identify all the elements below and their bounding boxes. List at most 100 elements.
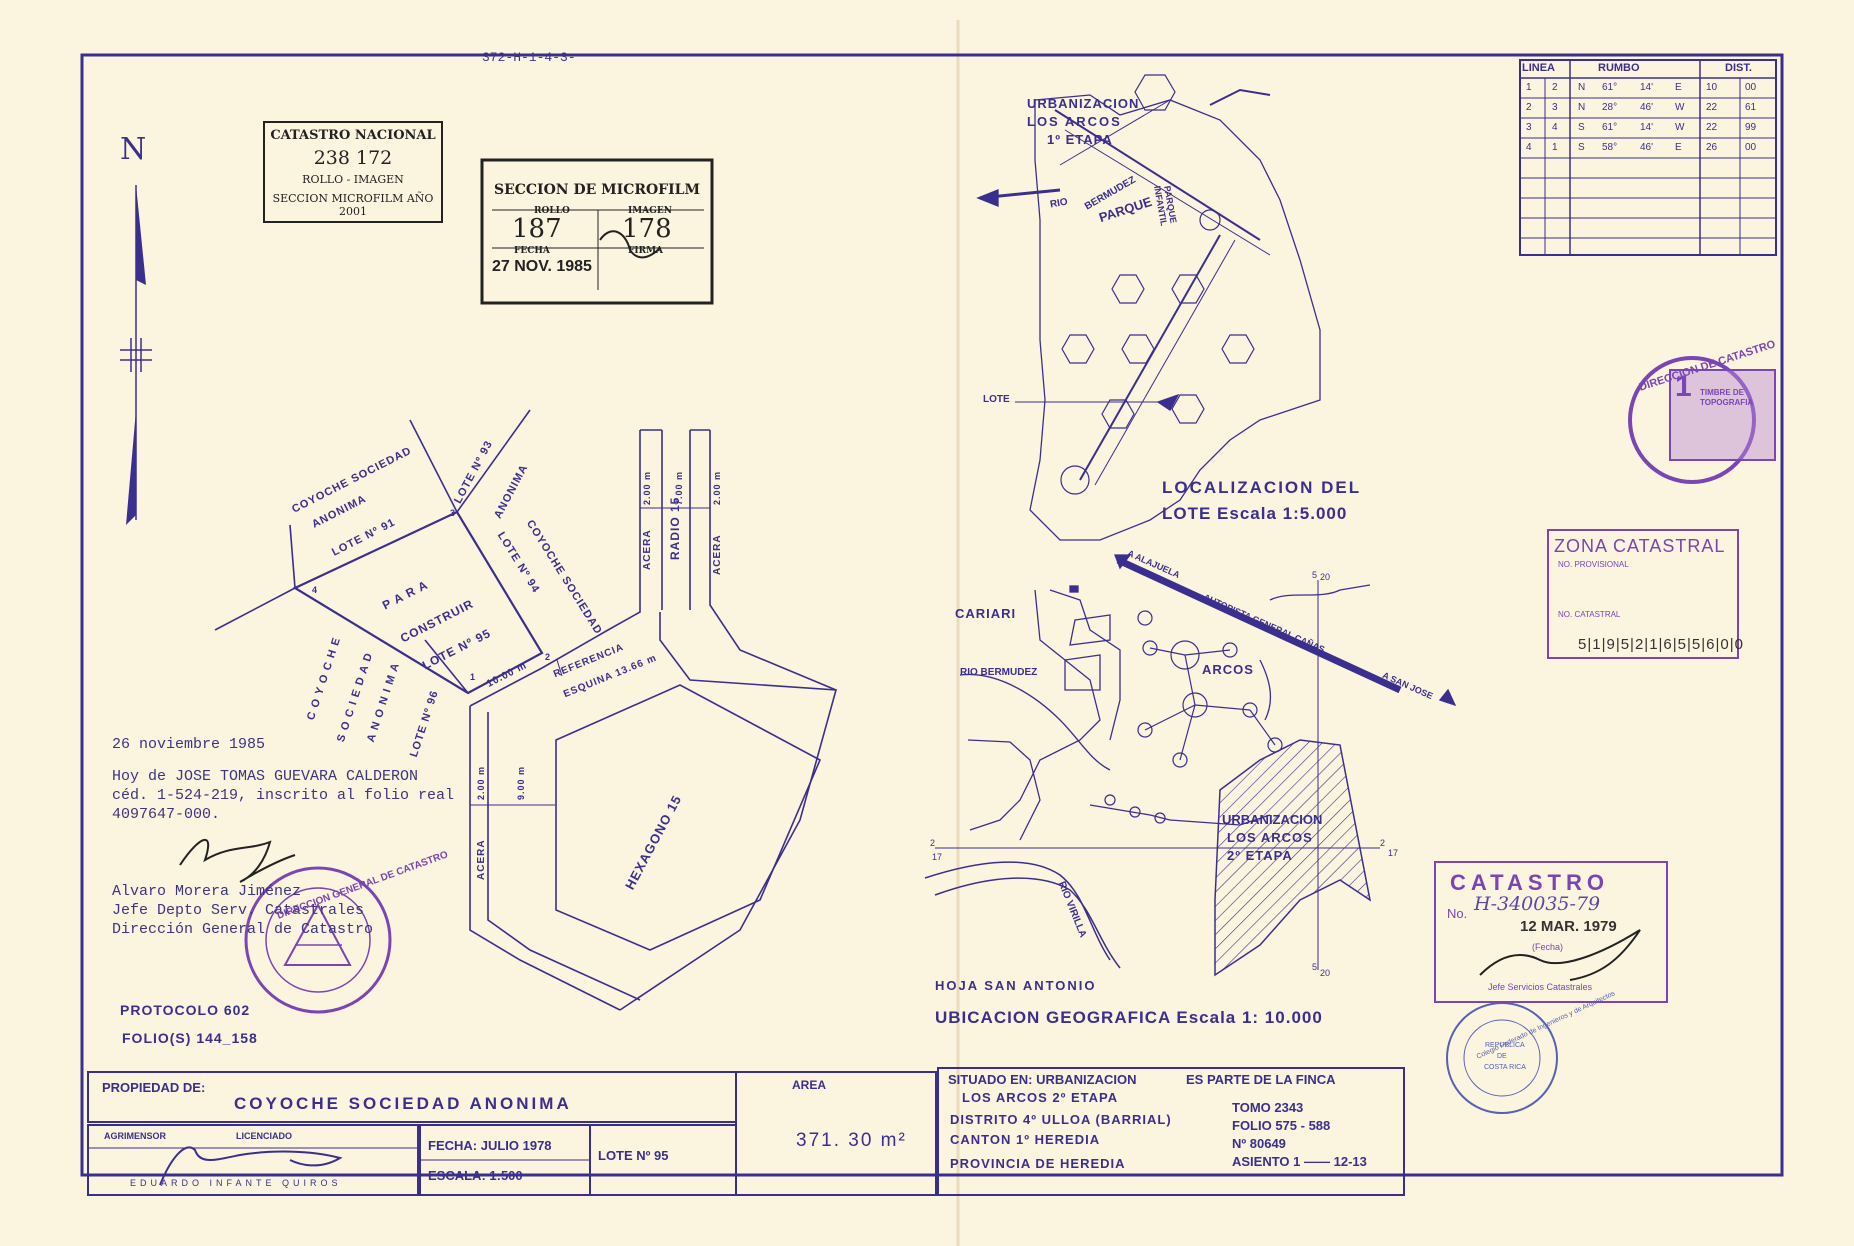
table-cell: W [1675,122,1685,133]
catastro-stamp-box [1434,861,1668,1003]
table-cell: W [1675,102,1685,113]
vertex-3: 3 [450,508,457,518]
microfilm-rollo-value: 187 [512,214,562,244]
acera-label-3: ACERA [476,839,487,880]
certification-date: 26 noviembre 1985 [112,736,266,753]
table-cell: 00 [1745,82,1757,93]
table-cell: 14' [1640,82,1654,93]
grid-17-right: 17 [1388,848,1399,858]
situado-2: LOS ARCOS 2º ETAPA [962,1090,1119,1105]
stamp-microfilm-box [480,158,714,305]
signature-surveyor-icon [159,1146,343,1186]
table-cell: E [1675,142,1682,153]
loc-urb-1: URBANIZACION [1027,96,1140,111]
stamp-number: 238 172 [313,147,393,169]
timbre-text-2: TOPOGRAFIA [1700,398,1754,407]
zona-provisional: NO. PROVISIONAL [1558,560,1629,569]
table-cell: 4 [1526,142,1532,153]
microfilm-title: SECCION DE MICROFILM [493,182,700,198]
lot-95-boundary [292,510,544,695]
licenciado-label: LICENCIADO [236,1131,292,1141]
table-cell: S [1578,142,1585,153]
table-cell: 3 [1552,102,1558,113]
protocolo: PROTOCOLO 602 [120,1002,251,1018]
provincia: PROVINCIA DE HEREDIA [950,1156,1126,1171]
table-cell: 26 [1706,142,1718,153]
geo-hoja: HOJA SAN ANTONIO [935,978,1097,993]
certification-signer-1: Alvaro Morera Jiménez [112,883,302,900]
canton: CANTON 1º HEREDIA [950,1132,1101,1147]
table-cell: 28° [1602,102,1618,113]
table-cell: 3 [1526,122,1532,133]
microfilm-imagen-value: 178 [622,214,672,244]
situado-1: SITUADO EN: URBANIZACION [948,1072,1137,1087]
timbre-seal-icon [1628,356,1776,484]
table-cell: E [1675,82,1682,93]
catastro-fecha-label: (Fecha) [1532,942,1564,952]
table-cell: 61 [1745,102,1757,113]
geographic-map [924,554,1457,977]
microfilm-rollo-label: ROLLO [534,206,570,216]
stamp-microfilm: SECCION DE MICROFILM ROLLO IMAGEN 187 17… [482,162,712,275]
colegio-costa-rica: COSTA RICA [1484,1064,1526,1071]
zona-title: ZONA CATASTRAL [1554,536,1726,556]
propiedad-value: COYOCHE SOCIEDAD ANONIMA [234,1094,572,1113]
microfilm-fecha-label: FECHA [514,246,550,256]
grid-2-left: 2 [930,838,936,848]
table-cell: 61° [1602,122,1618,133]
timbre-value: 1 [1675,370,1692,403]
area-value: 371. 30 m² [796,1130,907,1151]
propiedad-label: PROPIEDAD DE: [102,1080,206,1095]
microfilm-imagen-label: IMAGEN [628,206,672,216]
numero: Nº 80649 [1232,1136,1286,1151]
loc-title-1: LOCALIZACION DEL [1162,478,1362,497]
colegio-republica: REPUBLICA [1485,1042,1525,1049]
table-header-dist: DIST. [1725,62,1752,74]
grid-20-bottom: 20 [1320,968,1331,978]
zona-catastral-box [1547,529,1739,659]
catastro-no-label: No. [1447,906,1468,921]
grid-17-left: 17 [932,852,943,862]
stamp-catastro-nacional: CATASTRO NACIONAL 238 172 ROLLO - IMAGEN… [264,124,442,218]
table-cell: 22 [1706,102,1718,113]
table-cell: S [1578,122,1585,133]
urbanizacion-2-etapa-area [1214,739,1372,977]
finca-label: ES PARTE DE LA FINCA [1186,1072,1336,1087]
geo-urb-1: URBANIZACION [1222,812,1323,827]
agrimensor-label: AGRIMENSOR [104,1131,167,1141]
certification-line-2: céd. 1-524-219, inscrito al folio real [112,787,455,804]
stamp-seccion: SECCION MICROFILM AÑO 2001 [272,192,434,218]
north-arrow-icon [120,185,152,525]
microfilm-fecha-value: 27 NOV. 1985 [492,258,592,275]
table-cell: 00 [1745,142,1757,153]
signature-certifier-icon [179,839,296,883]
acera-label-1: ACERA [642,529,653,570]
lot-plan [214,409,838,1011]
table-cell: 46' [1640,142,1654,153]
geo-rio-bermudez: RIO BERMUDEZ [960,667,1038,678]
stamp-catastro-nacional-box [263,121,443,223]
vertex-1: 1 [470,672,477,682]
acera-label-2: ACERA [712,534,723,575]
folios: FOLIO(S) 144_158 [122,1030,258,1046]
table-cell: 99 [1745,122,1757,133]
dim-acera-1: 2.00 m [642,470,652,505]
catastro-jefe: Jefe Servicios Catastrales [1488,982,1593,992]
geo-title: UBICACION GEOGRAFICA Escala 1: 10.000 [935,1008,1323,1027]
grid-5-bottom: 5 [1312,962,1318,972]
stamp-title: CATASTRO NACIONAL [270,128,436,143]
fecha: FECHA: JULIO 1978 [428,1138,552,1153]
table-cell: 46' [1640,102,1654,113]
grid-20-top: 20 [1320,572,1331,582]
stamp-rollo: ROLLO - IMAGEN [302,173,404,186]
geo-urb-3: 2º ETAPA [1227,848,1293,863]
table-cell: 1 [1526,82,1532,93]
table-cell: 14' [1640,122,1654,133]
colegio-de: DE [1497,1053,1507,1060]
geo-urb-2: LOS ARCOS [1227,830,1313,845]
table-cell: 1 [1552,142,1558,153]
dim-acera-3: 2.00 m [476,765,486,800]
loc-urb-2: LOS ARCOS [1027,114,1122,129]
dim-9m: 9.00 m [516,765,526,800]
